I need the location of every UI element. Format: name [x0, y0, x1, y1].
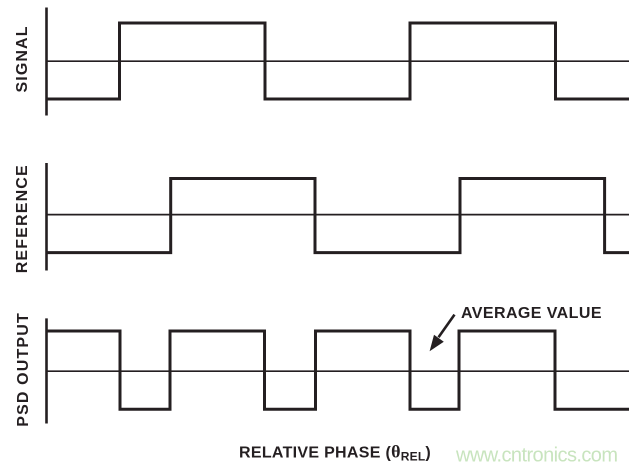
svg-text:SIGNAL: SIGNAL: [14, 26, 31, 92]
svg-text:www.cntronics.com: www.cntronics.com: [455, 445, 618, 467]
svg-text:AVERAGE VALUE: AVERAGE VALUE: [461, 305, 602, 322]
svg-text:REFERENCE: REFERENCE: [14, 165, 31, 273]
svg-text:PSD OUTPUT: PSD OUTPUT: [15, 313, 32, 427]
svg-text:RELATIVE PHASE (θREL): RELATIVE PHASE (θREL): [239, 441, 431, 463]
